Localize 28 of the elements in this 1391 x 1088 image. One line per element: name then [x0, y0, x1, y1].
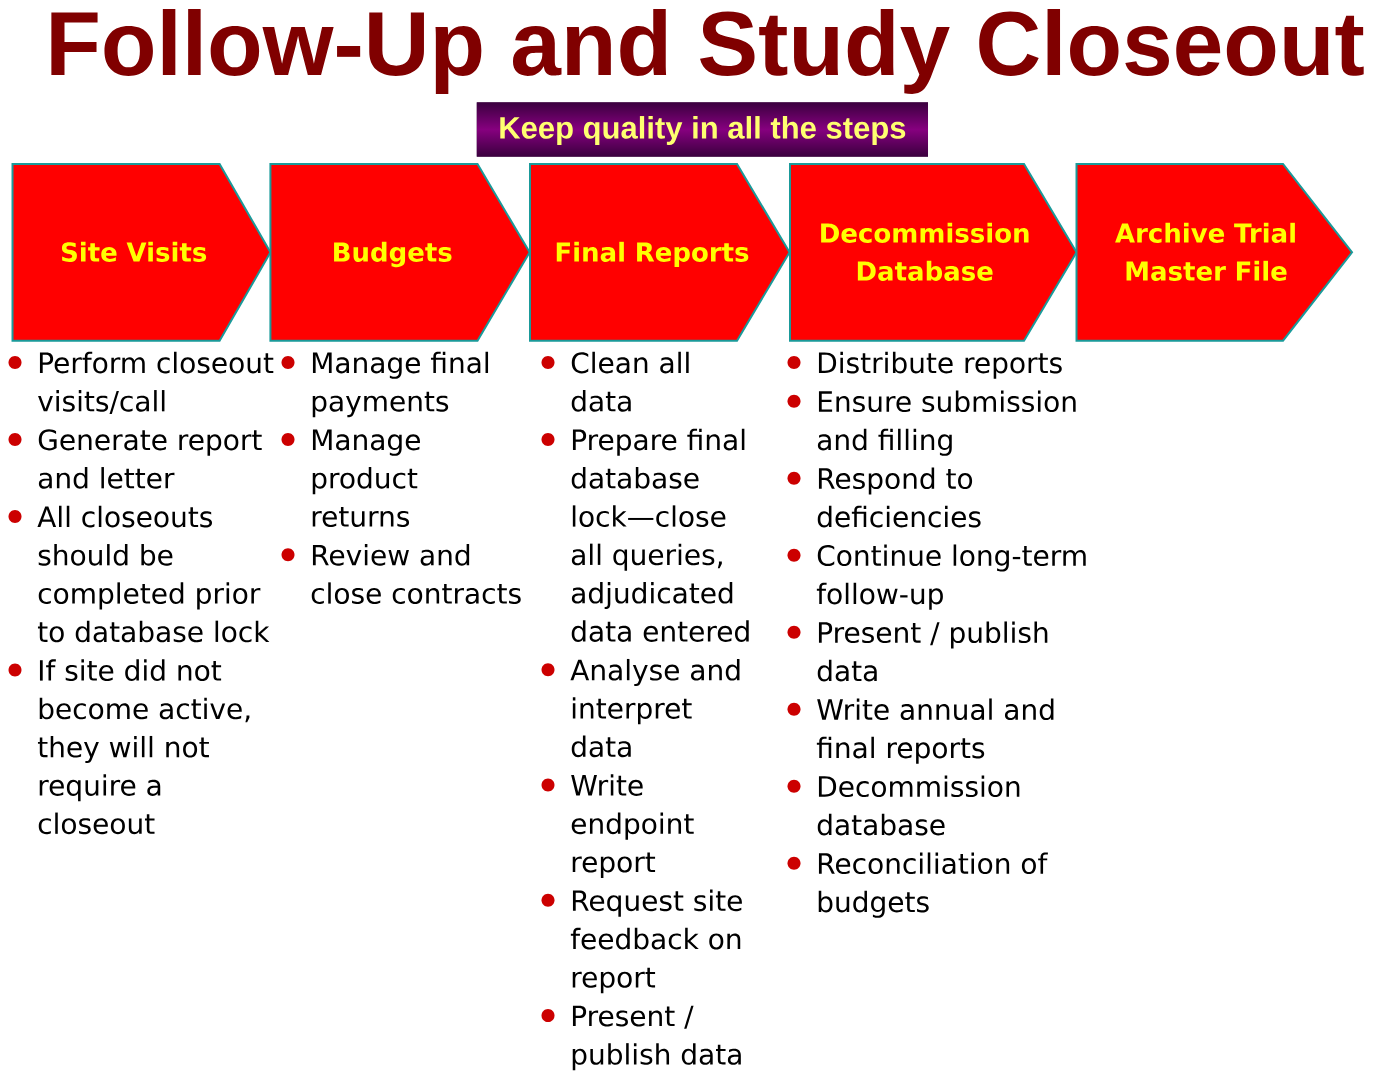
process-step: Budgets [269, 163, 531, 342]
list-item: Present / publish data [572, 1005, 741, 1071]
list-item: Manage final payments [312, 351, 489, 418]
process-step: Decommission Database [789, 163, 1078, 342]
title: Follow-Up and Study Closeout [51, 9, 1364, 94]
list-item: Respond to deficiencies [817, 467, 981, 528]
process-step: Final Reports [529, 163, 791, 342]
list-item: Distribute reports [818, 351, 1062, 379]
list-item: Write annual and final reports [816, 698, 1054, 764]
list-item: Present / publish data [817, 621, 1048, 682]
list-item: All closeouts should be completed prior to database lock [37, 505, 270, 643]
list-item: Reconciliation of budgets [818, 852, 1048, 918]
list-item: Generate report and letter [38, 429, 262, 489]
list-item: Write endpoint report [571, 774, 694, 878]
list-item: Perform closeout visits/call [38, 351, 274, 414]
list-item: Decommission database [817, 775, 1020, 836]
list-item: Clean all data [571, 351, 689, 412]
process-step: Site Visits [11, 163, 272, 342]
list-item: Analyse and interpret data [570, 658, 740, 758]
list-item: Prepare final database lock—close all queries, adjudicated data entered [571, 428, 749, 642]
list-item: Manage product returns [312, 429, 420, 527]
list-item: Request site feedback on report [570, 889, 742, 994]
banner: Keep quality in all the steps [476, 102, 928, 157]
list-item: Continue long-term follow-up [816, 544, 1086, 610]
list-item: Review and close contracts [311, 544, 521, 604]
list-item: If site did not become active, they will not require a closeout [37, 659, 250, 835]
process-step: Archive Trial Master File [1075, 163, 1354, 342]
list-item: Ensure submission and filling [817, 390, 1076, 456]
